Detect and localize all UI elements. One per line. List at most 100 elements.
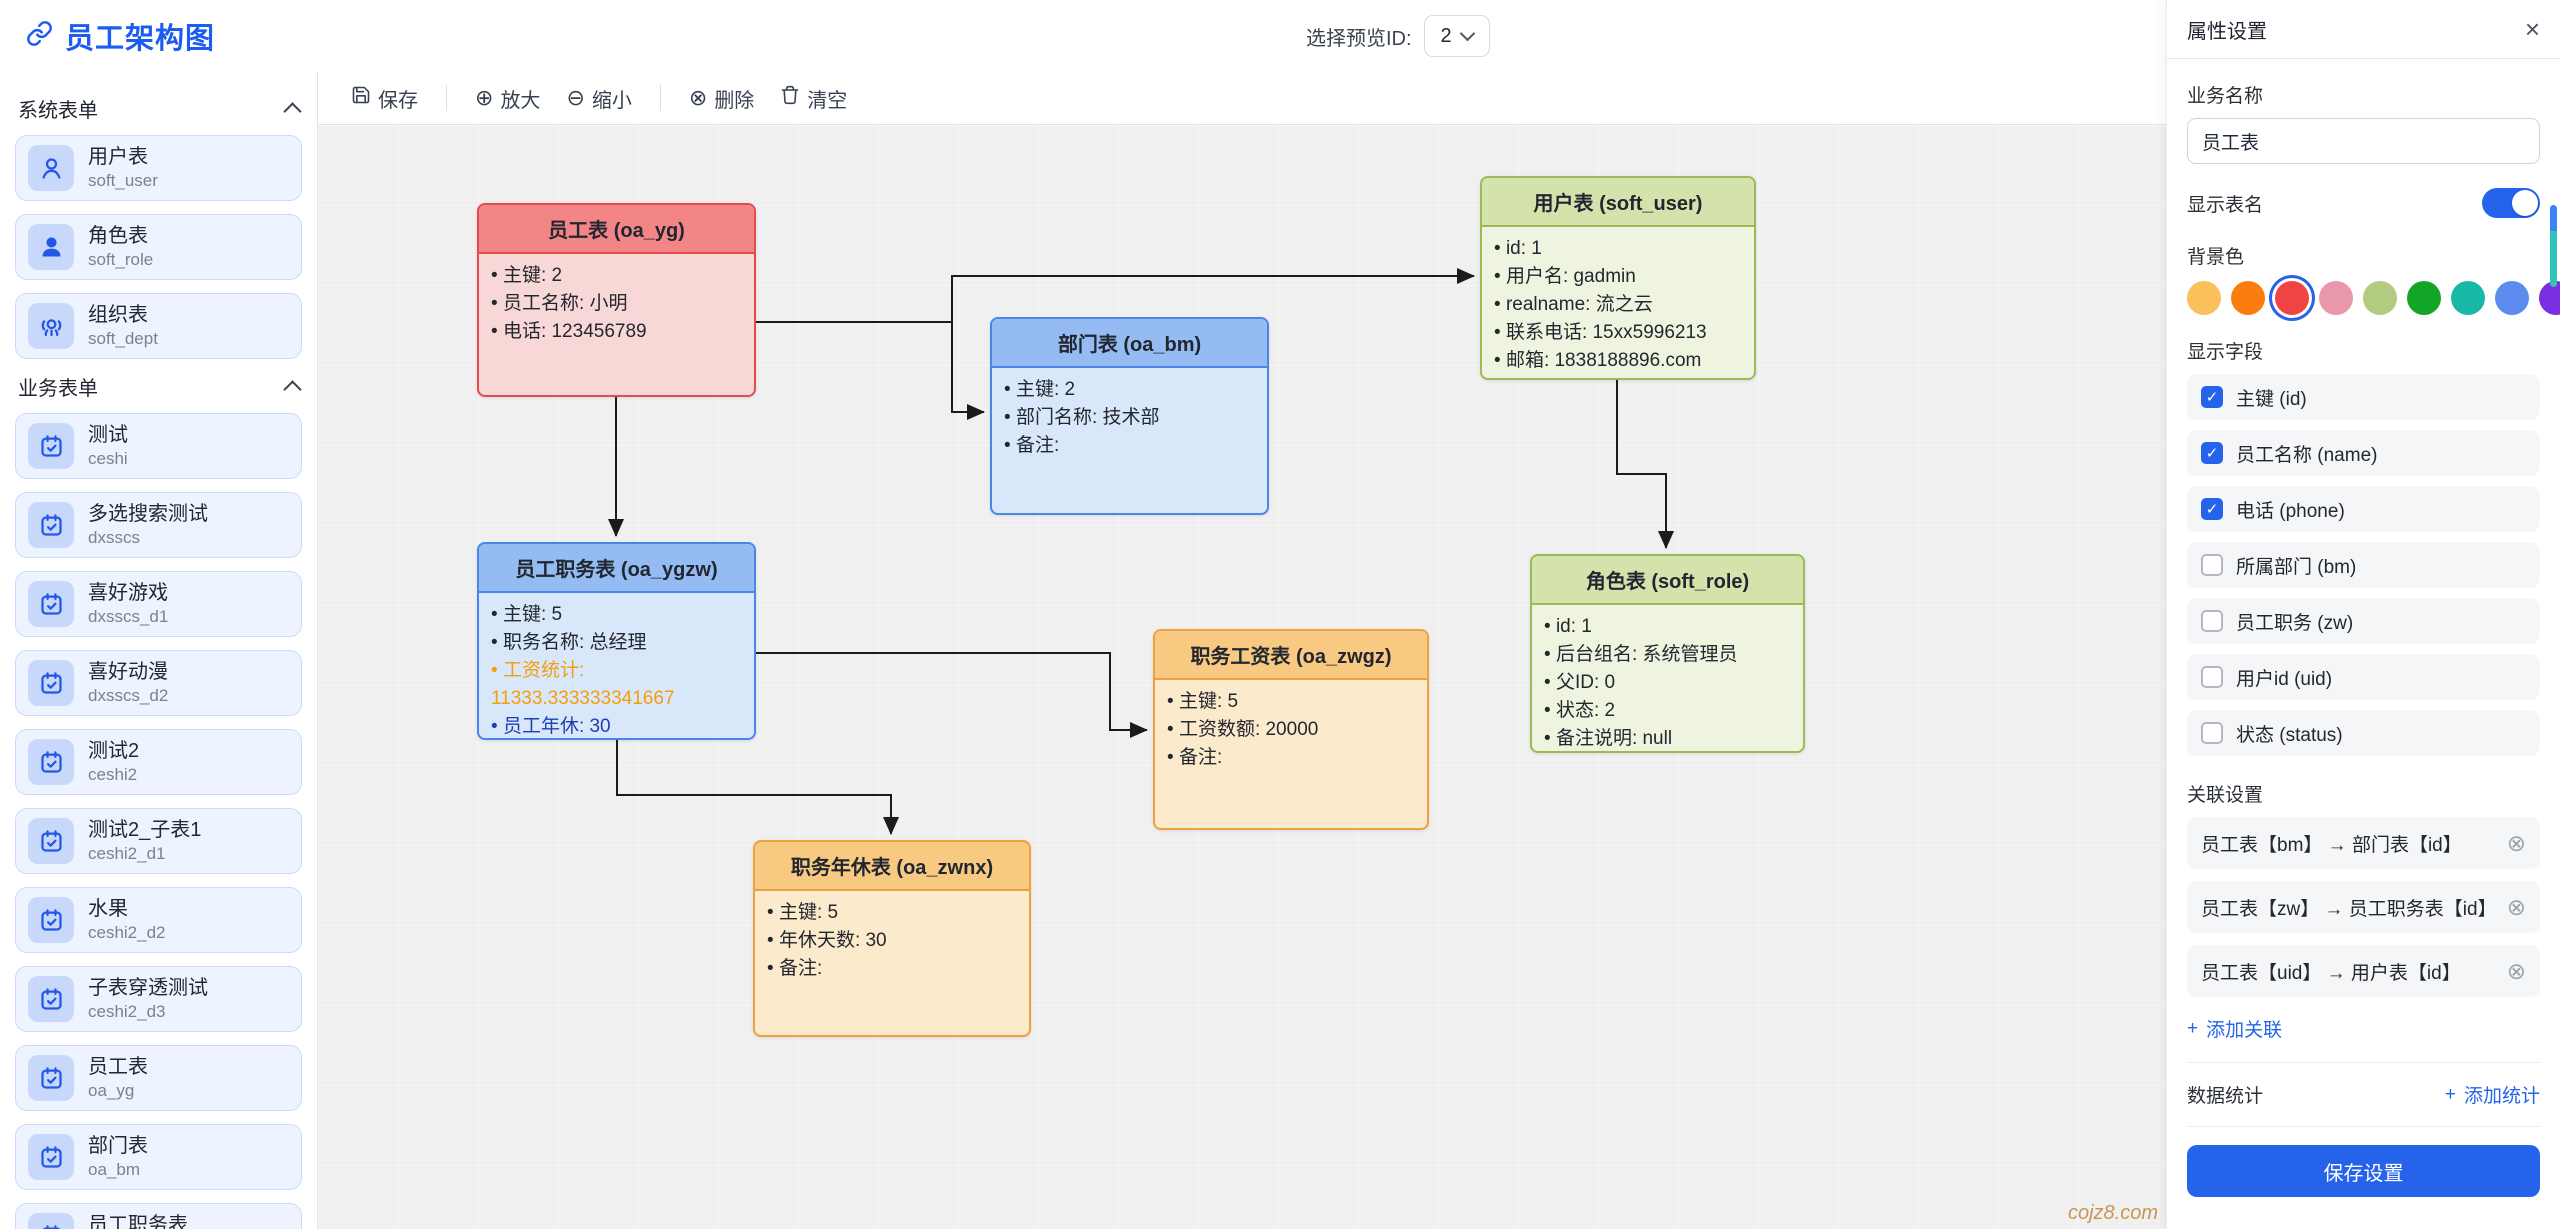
field-checkbox-row[interactable]: 主键 (id) [2187, 374, 2540, 420]
color-swatch[interactable] [2407, 281, 2441, 315]
field-checkbox-row[interactable]: 所属部门 (bm) [2187, 542, 2540, 588]
sidebar-item-title: 员工表 [88, 1055, 148, 1078]
checkbox-icon[interactable] [2201, 554, 2223, 576]
field-checkbox-row[interactable]: 电话 (phone) [2187, 486, 2540, 532]
sidebar-item[interactable]: 部门表 oa_bm [15, 1124, 302, 1190]
remove-relation-icon[interactable]: ⊗ [2506, 893, 2526, 920]
entity-soft-user[interactable]: 用户表 (soft_user) id: 1用户名: gadminrealname… [1480, 176, 1756, 380]
color-swatch[interactable] [2363, 281, 2397, 315]
form-icon [28, 1055, 74, 1101]
color-swatch[interactable] [2187, 281, 2221, 315]
entity-title: 职务年休表 (oa_zwnx) [755, 842, 1029, 891]
fields-label: 显示字段 [2187, 342, 2264, 363]
close-icon[interactable]: × [2524, 14, 2540, 44]
entity-title: 员工职务表 (oa_ygzw) [479, 544, 754, 593]
delete-button[interactable]: ⊗ 删除 [688, 85, 755, 112]
clear-button[interactable]: 清空 [772, 78, 855, 119]
sidebar-item[interactable]: 水果 ceshi2_d2 [15, 887, 302, 953]
checkbox-icon[interactable] [2201, 442, 2223, 464]
sidebar-item-code: ceshi2_d2 [88, 922, 166, 942]
entity-field: 职务名称: 总经理 [491, 629, 742, 657]
sidebar: 系统表单 [0, 72, 318, 1229]
toolbar-divider [659, 85, 661, 111]
entity-field: 联系电话: 15xx5996213 [1494, 319, 1742, 347]
zoom-out-button[interactable]: ⊖ 缩小 [566, 85, 632, 112]
business-name-input[interactable] [2187, 118, 2540, 164]
save-button[interactable]: 保存 [343, 78, 426, 119]
form-icon [28, 818, 74, 864]
remove-relation-icon[interactable]: ⊗ [2506, 957, 2526, 984]
checkbox-icon[interactable] [2201, 386, 2223, 408]
color-swatch[interactable] [2319, 281, 2353, 315]
section-business-forms[interactable]: 业务表单 [18, 372, 302, 401]
sidebar-item-code: soft_user [88, 170, 158, 190]
entity-oa-zwnx[interactable]: 职务年休表 (oa_zwnx) 主键: 5年休天数: 30备注: [753, 840, 1031, 1037]
add-stats-button[interactable]: + 添加统计 [2444, 1083, 2540, 1108]
zoom-in-icon: ⊕ [475, 85, 494, 110]
sidebar-item-title: 组织表 [88, 303, 148, 326]
checkbox-icon[interactable] [2201, 498, 2223, 520]
sidebar-item[interactable]: 喜好动漫 dxsscs_d2 [15, 650, 302, 716]
entity-field: 角色: 1 [1494, 375, 1742, 378]
form-icon [28, 897, 74, 943]
entity-field: 部门名称: 技术部 [1004, 404, 1255, 432]
color-swatch[interactable] [2539, 281, 2560, 315]
zoom-in-button[interactable]: ⊕ 放大 [475, 85, 541, 112]
field-checkbox-row[interactable]: 员工名称 (name) [2187, 430, 2540, 476]
sidebar-item[interactable]: 测试2 ceshi2 [15, 729, 302, 795]
color-swatch[interactable] [2495, 281, 2529, 315]
sidebar-item[interactable]: 员工职务表 oa_ygzw [15, 1203, 302, 1229]
divider [2187, 1126, 2540, 1127]
sidebar-item-title: 部门表 [88, 1134, 148, 1157]
show-table-name-toggle[interactable] [2482, 188, 2540, 218]
sidebar-item-code: oa_yg [88, 1080, 135, 1100]
panel-scrollbar[interactable] [2550, 205, 2557, 287]
field-list: 主键 (id) 员工名称 (name) 电话 (phone) 所 [2187, 374, 2540, 756]
sidebar-item[interactable]: 员工表 oa_yg [15, 1045, 302, 1111]
entity-soft-role[interactable]: 角色表 (soft_role) id: 1后台组名: 系统管理员父ID: 0状态… [1530, 554, 1805, 753]
save-settings-button[interactable]: 保存设置 [2187, 1145, 2540, 1197]
color-swatch[interactable] [2231, 281, 2265, 315]
field-checkbox-row[interactable]: 用户id (uid) [2187, 654, 2540, 700]
field-checkbox-row[interactable]: 状态 (status) [2187, 710, 2540, 756]
edge-user-to-role [1616, 380, 1674, 549]
entity-field: 工资统计: 11333.333333341667 [491, 657, 742, 713]
color-swatch[interactable] [2275, 281, 2309, 315]
relation-text: 员工表【bm】 → 部门表【id】 [2201, 834, 2462, 856]
checkbox-icon[interactable] [2201, 610, 2223, 632]
sidebar-item[interactable]: 测试 ceshi [15, 413, 302, 479]
add-relation-button[interactable]: + 添加关联 [2187, 1017, 2283, 1042]
entity-field: 邮箱: 1838188896.com [1494, 347, 1742, 375]
entity-oa-bm[interactable]: 部门表 (oa_bm) 主键: 2部门名称: 技术部备注: [990, 317, 1269, 515]
sidebar-item-code: ceshi [88, 448, 128, 468]
entity-field: 员工名称: 小明 [491, 290, 742, 318]
sidebar-item[interactable]: 测试2_子表1 ceshi2_d1 [15, 808, 302, 874]
diagram-canvas[interactable]: 员工表 (oa_yg) 主键: 2员工名称: 小明电话: 123456789 用… [318, 125, 2166, 1229]
entity-oa-zwgz[interactable]: 职务工资表 (oa_zwgz) 主键: 5工资数额: 20000备注: [1153, 629, 1429, 830]
sidebar-item[interactable]: 组织表 soft_dept [15, 293, 302, 359]
form-icon [28, 976, 74, 1022]
entity-field: 状态: 2 [1544, 697, 1791, 725]
sidebar-item[interactable]: 子表穿透测试 ceshi2_d3 [15, 966, 302, 1032]
entity-title: 部门表 (oa_bm) [992, 319, 1267, 368]
sidebar-item-code: dxsscs_d2 [88, 685, 169, 705]
entity-oa-ygzw[interactable]: 员工职务表 (oa_ygzw) 主键: 5职务名称: 总经理工资统计: 1133… [477, 542, 756, 740]
preview-id-select[interactable]: 2 [1423, 15, 1490, 57]
entity-field: 主键: 5 [767, 899, 1017, 927]
user-solid-icon [28, 224, 74, 270]
sidebar-item[interactable]: 用户表 soft_user [15, 135, 302, 201]
remove-relation-icon[interactable]: ⊗ [2506, 829, 2526, 856]
color-swatch[interactable] [2451, 281, 2485, 315]
preview-picker: 选择预览ID: 2 [1306, 0, 1490, 72]
bg-color-label: 背景色 [2187, 247, 2245, 268]
field-label: 员工职务 (zw) [2236, 612, 2354, 634]
checkbox-icon[interactable] [2201, 666, 2223, 688]
relation-row: 员工表【uid】 → 用户表【id】 ⊗ [2187, 945, 2540, 997]
section-system-forms[interactable]: 系统表单 [18, 94, 302, 123]
sidebar-item[interactable]: 多选搜索测试 dxsscs [15, 492, 302, 558]
sidebar-item[interactable]: 角色表 soft_role [15, 214, 302, 280]
checkbox-icon[interactable] [2201, 722, 2223, 744]
field-checkbox-row[interactable]: 员工职务 (zw) [2187, 598, 2540, 644]
sidebar-item[interactable]: 喜好游戏 dxsscs_d1 [15, 571, 302, 637]
entity-oa-yg[interactable]: 员工表 (oa_yg) 主键: 2员工名称: 小明电话: 123456789 [477, 203, 756, 397]
